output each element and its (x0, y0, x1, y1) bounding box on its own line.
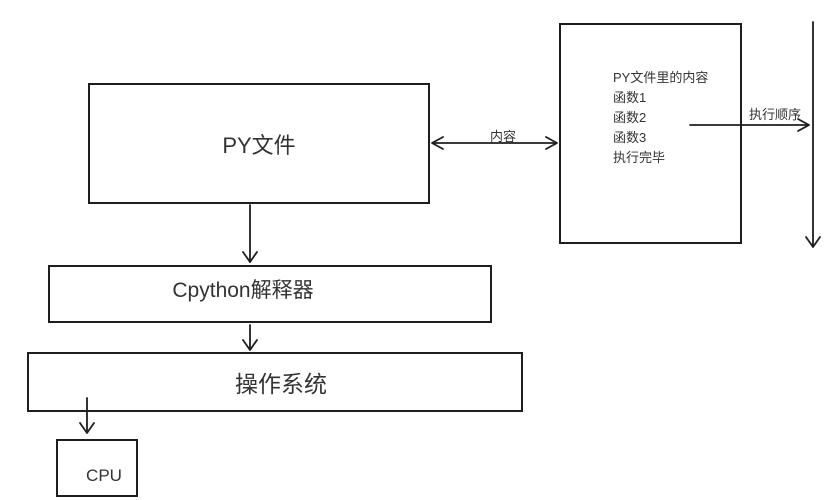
py-content-line: 函数1 (613, 90, 647, 105)
py-content-line: 执行完毕 (613, 150, 666, 165)
cpu-box: CPU (56, 439, 138, 497)
arrow-pyfile-to-cpython (242, 204, 258, 263)
cpu-label: CPU (86, 466, 122, 485)
operating-system-label: 操作系统 (235, 371, 327, 397)
content-arrow-label: 内容 (489, 129, 516, 144)
exec-order-arrow-label: 执行顺序 (748, 107, 801, 122)
arrow-exec-order-vertical (805, 21, 821, 248)
operating-system-box: 操作系统 (27, 352, 523, 412)
arrow-cpython-to-os (242, 324, 258, 351)
py-content-lines: PY文件里的内容 函数1 函数2 函数3 执行完毕 (613, 68, 708, 168)
cpython-interpreter-box: Cpython解释器 (48, 265, 492, 323)
py-content-line: 函数2 (613, 110, 647, 125)
py-file-label: PY文件 (222, 132, 296, 158)
py-content-box: PY文件里的内容 函数1 函数2 函数3 执行完毕 (559, 23, 742, 244)
cpython-interpreter-label: Cpython解释器 (172, 279, 314, 302)
py-content-title: PY文件里的内容 (613, 70, 709, 85)
py-file-box: PY文件 (88, 83, 430, 204)
py-content-line: 函数3 (613, 130, 647, 145)
